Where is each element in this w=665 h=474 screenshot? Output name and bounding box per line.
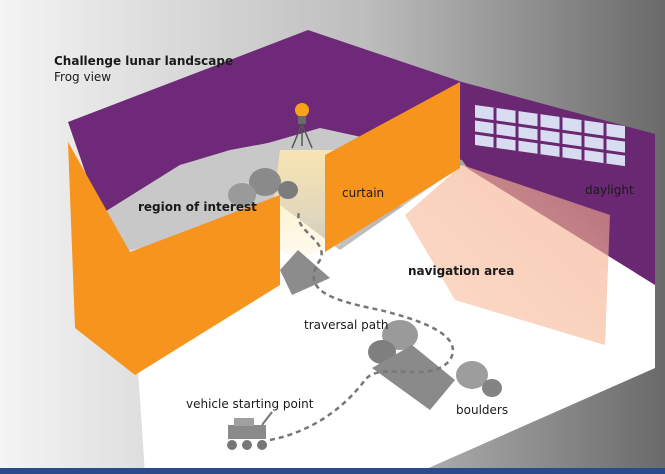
label-daylight: daylight	[585, 183, 634, 197]
bottom-frame	[0, 468, 665, 474]
boulder-icon	[368, 320, 502, 410]
label-curtain: curtain	[342, 186, 385, 200]
label-navigation-area: navigation area	[408, 264, 515, 278]
back-wall	[68, 30, 462, 215]
lamp-light-cone	[268, 150, 340, 258]
label-region-of-interest: region of interest	[138, 200, 257, 214]
label-traversal-path: traversal path	[304, 318, 389, 332]
diagram-title: Challenge lunar landscape	[54, 54, 234, 68]
label-boulders: boulders	[456, 403, 509, 417]
rover-icon	[227, 411, 273, 450]
window-icon	[475, 105, 625, 167]
label-vehicle-starting-point: vehicle starting point	[186, 397, 314, 411]
diagram-subtitle: Frog view	[54, 70, 112, 84]
lamp-icon	[291, 103, 313, 149]
boulder-icon	[228, 168, 330, 295]
left-curtain-wall	[68, 142, 280, 375]
middle-curtain	[325, 82, 460, 252]
daylight-patch	[405, 165, 610, 345]
